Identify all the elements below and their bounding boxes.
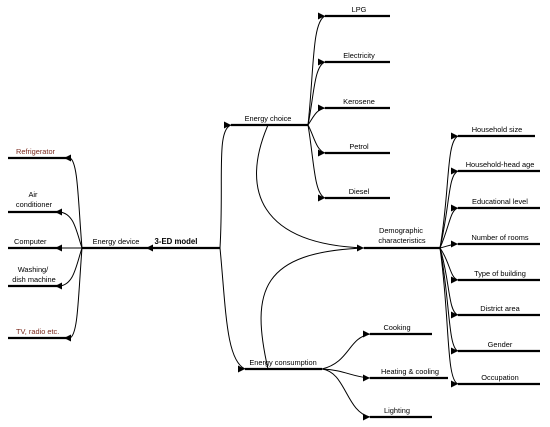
device-label-ac: Air conditioner: [16, 190, 53, 209]
edge-choice-diesel: [307, 124, 326, 199]
energy-consumption-label: Energy consumption: [249, 358, 316, 367]
arrow-to-diesel: [318, 194, 325, 202]
arrow-to-demographic: [357, 244, 364, 252]
arrow-to-washing: [55, 282, 62, 290]
arrow-to-lpg: [318, 12, 325, 20]
demo-label-rooms: Number of rooms: [471, 233, 528, 242]
edge-demo-household-size: [439, 135, 459, 249]
edge-consumption-lighting: [321, 368, 371, 418]
arrow-to-kerosene: [318, 104, 325, 112]
demo-label-household-size: Household size: [472, 125, 523, 134]
device-label-washing: Washing/ dish machine: [12, 265, 56, 284]
arrow-to-occupation: [451, 380, 458, 388]
center-node-label: 3-ED model: [155, 237, 198, 246]
arrow-to-tv: [64, 334, 71, 342]
edge-demo-occupation: [439, 247, 459, 385]
arrow-to-head-age: [451, 167, 458, 175]
device-label-computer: Computer: [14, 237, 47, 246]
arrow-to-building: [451, 276, 458, 284]
edge-choice-demographic: [256, 124, 365, 249]
edge-consumption-heating: [321, 368, 371, 379]
arrow-to-energy-choice: [224, 121, 231, 129]
demo-label-gender: Gender: [488, 340, 513, 349]
consumption-label-lighting: Lighting: [384, 406, 410, 415]
arrow-to-gender: [451, 347, 458, 355]
edge-demo-district: [439, 247, 459, 316]
edge-demo-building: [439, 247, 459, 281]
edge-choice-petrol: [307, 124, 326, 154]
demo-label-building: Type of building: [474, 269, 526, 278]
arrow-to-household-size: [451, 132, 458, 140]
edge-device-ac: [59, 211, 83, 249]
edge-demo-education: [439, 207, 459, 249]
arrow-to-petrol: [318, 149, 325, 157]
arrow-to-district: [451, 311, 458, 319]
edge-device-tv: [69, 247, 83, 339]
edge-demo-gender: [439, 247, 459, 352]
energy-choice-label: Energy choice: [245, 114, 292, 123]
consumption-label-cooking: Cooking: [383, 323, 410, 332]
choice-label-kerosene: Kerosene: [343, 97, 375, 106]
arrow-to-cooking: [363, 330, 370, 338]
arrow-to-ac: [55, 208, 62, 216]
arrow-to-electricity: [318, 58, 325, 66]
demo-label-education: Educational level: [472, 197, 528, 206]
edge-consumption-demographic: [260, 247, 365, 370]
edge-demo-head-age: [439, 170, 459, 249]
device-label-refrigerator: Refrigerator: [16, 147, 56, 156]
demo-label-district: District area: [480, 304, 520, 313]
consumption-label-heating: Heating & cooling: [381, 367, 439, 376]
edge-choice-electricity: [307, 61, 326, 126]
choice-label-petrol: Petrol: [349, 142, 369, 151]
arrow-to-energy-consumption: [238, 365, 245, 373]
edge-center-consumption: [219, 247, 246, 370]
choice-label-diesel: Diesel: [349, 187, 370, 196]
device-label-tv: TV, radio etc.: [16, 327, 59, 336]
arrow-to-computer: [55, 244, 62, 252]
choice-label-electricity: Electricity: [343, 51, 375, 60]
energy-device-label: Energy device: [93, 237, 140, 246]
edge-center-choice: [219, 124, 232, 249]
demo-label-occupation: Occupation: [481, 373, 518, 382]
arrow-to-heating: [363, 374, 370, 382]
demographic-label: Demographic characteristics: [378, 226, 426, 245]
demo-label-head-age: Household-head age: [466, 160, 535, 169]
arrow-to-rooms: [451, 240, 458, 248]
arrow-to-refrigerator: [64, 154, 71, 162]
edge-consumption-cooking: [321, 333, 371, 370]
edge-device-washing: [59, 247, 83, 287]
edge-device-refrigerator: [69, 157, 83, 249]
edge-choice-lpg: [307, 15, 326, 126]
choice-label-lpg: LPG: [352, 5, 367, 14]
arrow-to-lighting: [363, 413, 370, 421]
arrow-to-energy-device: [146, 244, 153, 252]
arrow-to-education: [451, 204, 458, 212]
